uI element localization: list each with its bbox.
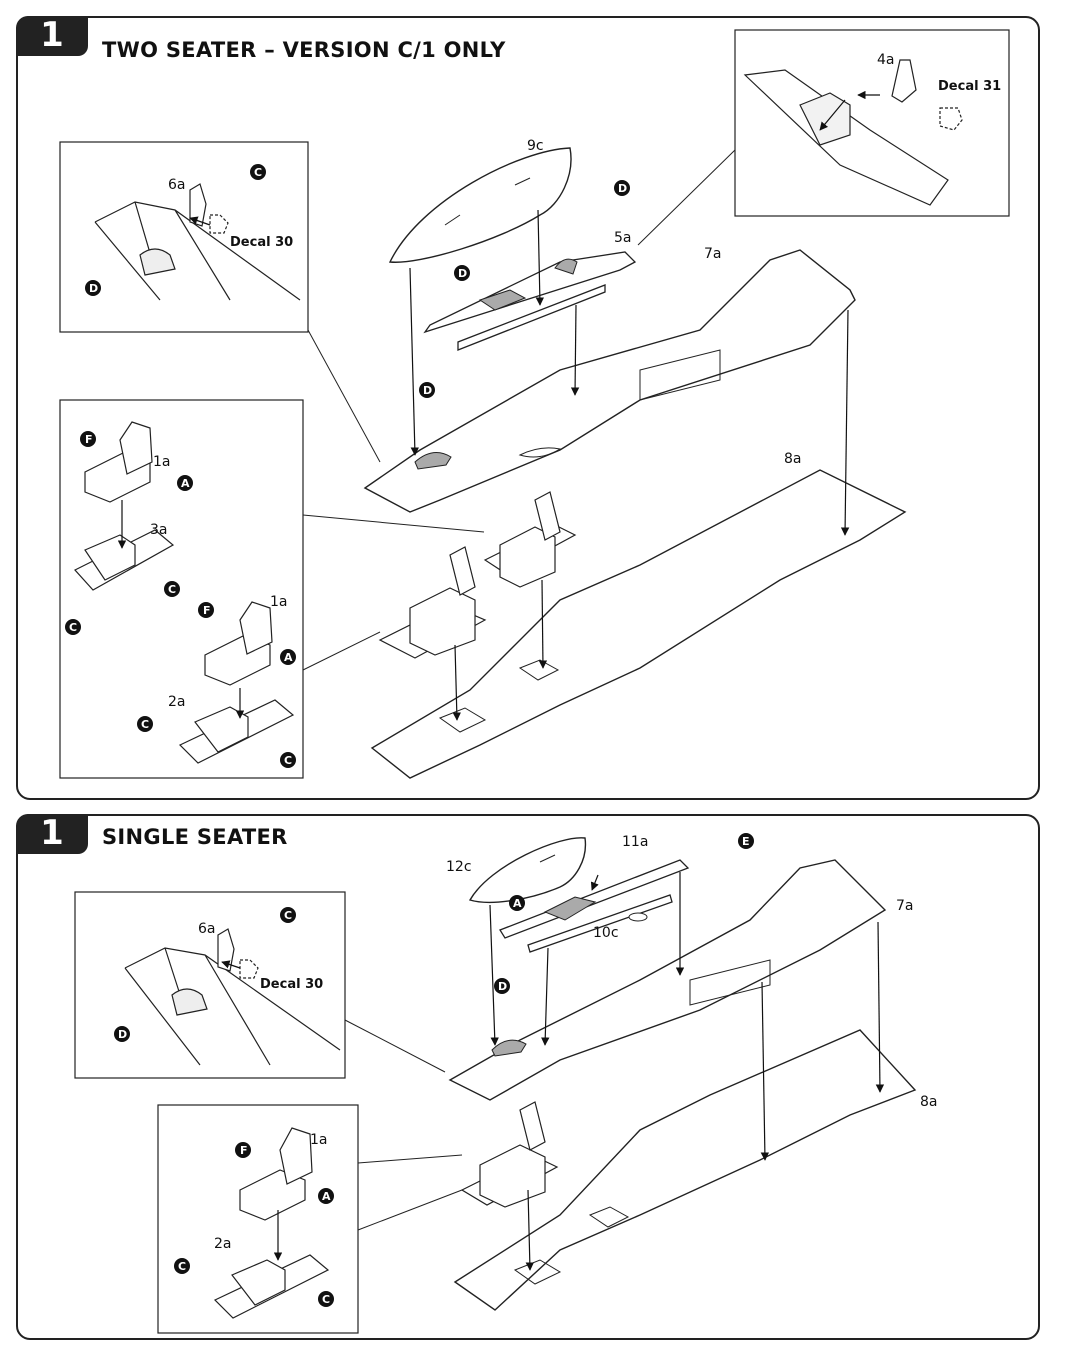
decal-label: Decal 30 [230,235,293,250]
svg-text:D: D [458,267,467,280]
seat-2a-tray [213,1254,330,1319]
part-label-9c: 9c [527,138,544,154]
svg-text:F: F [240,1144,248,1157]
svg-text:C: C [141,718,149,731]
svg-text:C: C [284,754,292,767]
detail-box-cockpit [59,141,309,333]
callout-markers-bottom: E A D C D F A C C [114,833,754,1307]
decal-label: Decal 31 [938,79,1001,94]
svg-text:C: C [284,909,292,922]
decal-label: Decal 30 [260,977,323,992]
assembly-arrows-top [117,90,880,721]
svg-text:A: A [284,651,293,664]
part-label-6a: 6a [168,177,186,193]
seat-installed [460,1101,559,1208]
part-label-4a: 4a [877,52,895,68]
part-label-7a: 7a [704,246,722,262]
part-label-1a: 1a [153,454,171,470]
cockpit-sill-part [423,251,637,334]
svg-text:C: C [178,1260,186,1273]
svg-text:D: D [118,1028,127,1041]
part-label-12c: 12c [446,859,472,875]
part-label-8a: 8a [920,1094,938,1110]
part-label-2a: 2a [214,1236,232,1252]
part-label-2a: 2a [168,694,186,710]
part-label-6a: 6a [198,921,216,937]
part-label-7a: 7a [896,898,914,914]
svg-text:C: C [254,166,262,179]
part-label-10c: 10c [593,925,619,941]
part-label-11a: 11a [622,834,648,850]
seat-1a-lower [204,601,273,686]
part-10c [628,912,648,922]
lower-fuselage-part [453,1029,917,1311]
svg-text:D: D [89,282,98,295]
svg-text:F: F [203,604,211,617]
seat-rear-installed [483,491,577,588]
detail-box-rear-cockpit [734,29,1010,217]
svg-text:D: D [618,182,627,195]
part-label-8a: 8a [784,451,802,467]
svg-text:C: C [168,583,176,596]
step-panel-single-seater [16,814,1040,1340]
upper-fuselage-part [363,249,856,513]
callout-markers-top: C D D D D F A C C F A C C [65,164,630,768]
step-title: SINGLE SEATER [102,825,288,849]
svg-text:D: D [423,384,432,397]
seat-front-installed [378,546,487,659]
canopy-part [388,147,572,263]
svg-text:E: E [742,835,750,848]
upper-fuselage-part [448,859,887,1101]
part-label-3a: 3a [150,522,168,538]
svg-text:F: F [85,433,93,446]
svg-text:C: C [322,1293,330,1306]
part-label-1a: 1a [310,1132,328,1148]
svg-text:A: A [513,897,522,910]
step-panel-two-seater [16,16,1040,800]
canopy-part [468,837,587,903]
assembly-arrows-bottom [221,872,885,1271]
step-title: TWO SEATER – VERSION C/1 ONLY [102,38,506,62]
svg-text:A: A [181,477,190,490]
step-number-badge: 1 [16,16,88,56]
part-label-5a: 5a [614,230,632,246]
step-number-badge: 1 [16,814,88,854]
seat-1a [239,1127,313,1221]
part-label-1a: 1a [270,594,288,610]
rear-cockpit-detail [743,59,963,206]
seat-1a-upper [84,421,153,503]
lower-fuselage-part [370,469,907,779]
svg-text:C: C [69,621,77,634]
svg-text:A: A [322,1190,331,1203]
svg-text:D: D [498,980,507,993]
cockpit-sill-part [499,859,690,939]
detail-box-cockpit [74,891,346,1079]
